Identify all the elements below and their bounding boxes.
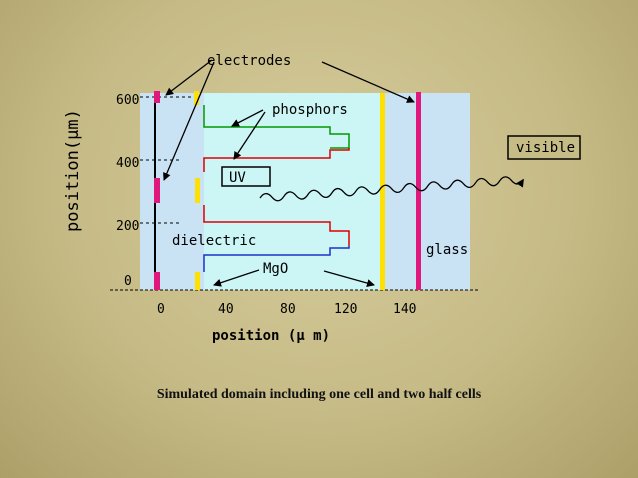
electrode-bottom-low [154,272,160,290]
arrow-electrodes-2 [163,61,215,181]
label-dielectric: dielectric [172,233,256,249]
label-uv: UV [229,170,246,186]
visible-box [507,135,581,160]
electrode-bottom-mid [154,178,160,203]
x-axis-label: position (µ m) [212,328,330,344]
y-tick-400: 400 [116,156,139,171]
label-glass: glass [426,242,468,258]
y-tick-0: 0 [124,274,132,289]
label-mgo: MgO [263,261,288,277]
y-tick-200: 200 [116,219,139,234]
y-tick-600: 600 [116,93,139,108]
label-visible: visible [516,140,575,156]
phosphor-red-line-lower [203,205,350,246]
glass-region [380,93,470,290]
mgo-segment-top [194,91,199,105]
figure-caption: Simulated domain including one cell and … [156,387,482,402]
x-tick-40: 40 [218,302,234,317]
x-tick-120: 120 [334,302,357,317]
phosphor-red-line-upper [203,148,350,172]
mgo-layer-top [380,93,385,290]
x-tick-0: 0 [157,302,165,317]
dielectric-region-left [140,93,204,290]
x-tick-140: 140 [393,302,416,317]
arrow-mgo-2 [323,270,375,287]
electrode-top [416,92,421,290]
arrow-electrodes-1 [165,59,213,96]
label-phosphors: phosphors [272,102,348,118]
phosphor-blue-line [203,246,350,272]
arrow-phosphors-1 [231,109,264,127]
uv-box [221,166,271,187]
uv-photon-wave [259,176,524,202]
y-axis-label: position(µm) [63,109,83,232]
mgo-segment-low [195,272,200,290]
arrow-phosphors-2 [233,111,266,160]
arrow-mgo-1 [213,269,260,287]
label-electrodes: electrodes [207,53,291,69]
electrode-bottom-top [154,91,160,103]
mgo-segment-mid [195,178,200,203]
gas-region [204,93,380,290]
x-tick-80: 80 [280,302,296,317]
arrow-electrodes-3 [321,61,415,103]
